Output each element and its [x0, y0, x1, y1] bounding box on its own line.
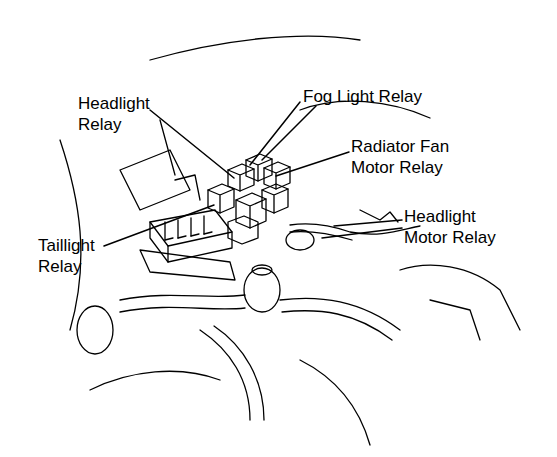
part-label: Headlight Motor Relay: [404, 206, 520, 248]
hose: [282, 311, 392, 340]
reservoir-cap: [252, 265, 272, 275]
engine-edge: [400, 265, 520, 330]
mount: [77, 306, 113, 354]
part-label: Headlight Relay: [78, 93, 158, 135]
bracket: [120, 150, 190, 210]
hose: [120, 307, 245, 312]
part-label: Radiator Fan Motor Relay: [351, 136, 473, 178]
hose: [200, 330, 250, 420]
body-edge: [60, 140, 81, 330]
engine-edge: [90, 371, 220, 390]
engine-edge: [300, 360, 370, 445]
wire-harness: [290, 224, 420, 234]
fuse-block: [140, 210, 235, 280]
part-label: Taillight Relay: [38, 235, 114, 277]
bracket: [430, 300, 480, 340]
hose: [120, 295, 245, 300]
hose: [214, 326, 264, 420]
connector-cap: [286, 230, 314, 250]
part-label: Fog Light Relay: [303, 86, 483, 107]
bracket: [175, 175, 200, 200]
hood-edge: [150, 36, 360, 60]
